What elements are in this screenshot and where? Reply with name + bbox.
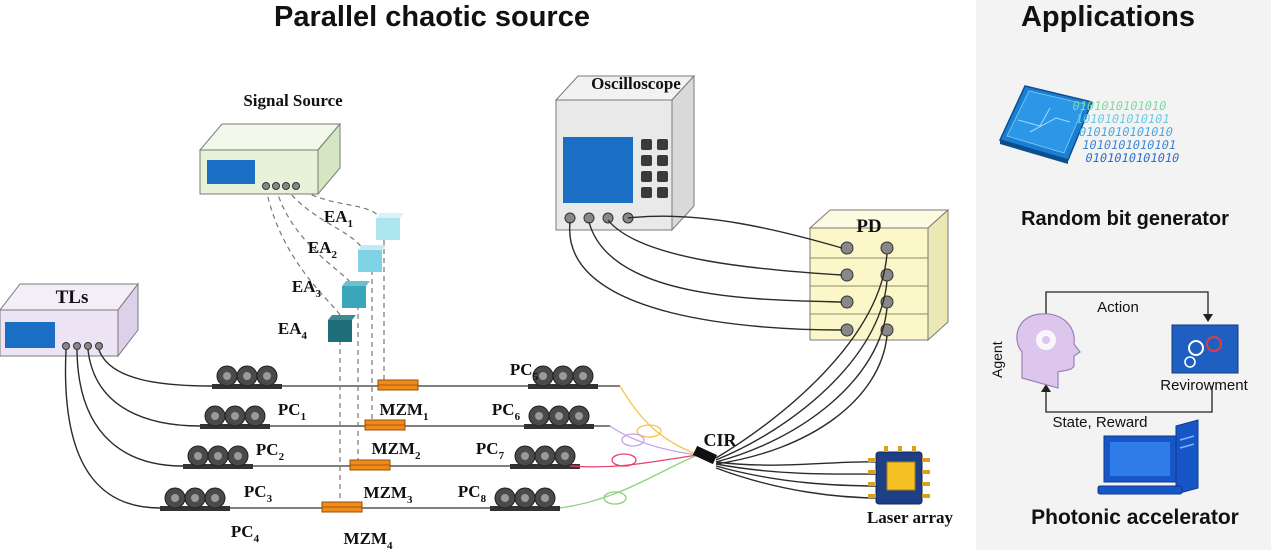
pc-label-4: PC4 (231, 522, 260, 545)
random-bits-stream: 0101010101010101010101010101010101010101… (1071, 99, 1181, 165)
bit-row: 0101010101010 (1071, 99, 1168, 113)
ea-cube-4 (328, 315, 356, 342)
pd-label: PD (856, 216, 881, 237)
tls-device (0, 282, 140, 358)
signal-source-device (198, 122, 342, 196)
pc-label-5: PC5 (510, 360, 539, 383)
ea-cube-3 (342, 281, 370, 308)
ea-label-4: EA4 (278, 319, 308, 342)
rl-environment-label: Revirowment (1160, 377, 1248, 394)
mzm-label-1: MZM1 (380, 400, 429, 423)
tls-label: TLs (56, 287, 89, 308)
pc-paddle-group-4 (160, 487, 230, 511)
oscilloscope-label: Oscilloscope (591, 74, 681, 93)
pc-label-8: PC8 (458, 482, 487, 505)
ea-label-3: EA3 (292, 277, 322, 300)
pc-paddle-group-8 (490, 487, 560, 511)
pc-label-2: PC2 (256, 440, 285, 463)
pd-device (808, 208, 950, 342)
mzm-2 (364, 419, 406, 431)
rl-agent-label: Agent (989, 341, 1005, 378)
laser-array-chip (868, 446, 930, 505)
mzm-3 (349, 459, 391, 471)
pc-paddle-group-1 (212, 365, 282, 389)
mzm-label-4: MZM4 (344, 529, 393, 550)
pc-paddle-group-3 (183, 445, 253, 469)
oscilloscope-screen (563, 137, 633, 203)
oscilloscope-buttons (641, 139, 668, 198)
bit-row: 0101010101010 (1084, 151, 1181, 165)
signal-source-screen (207, 160, 255, 184)
pc-label-6: PC6 (492, 400, 521, 423)
pc-label-1: PC1 (278, 400, 306, 423)
accelerator-title: Photonic accelerator (1031, 506, 1239, 529)
tls-screen (5, 322, 55, 348)
bit-row: 0101010101010 (1077, 125, 1174, 139)
mzm-4 (321, 501, 363, 513)
laser-array-label: Laser array (867, 508, 954, 527)
mzm-label-2: MZM2 (372, 439, 421, 462)
mzm-label-3: MZM3 (364, 483, 413, 506)
oscilloscope-device (554, 74, 696, 232)
random-bit-chip-image (998, 85, 1094, 164)
rl-state-reward-label: State, Reward (1052, 414, 1147, 431)
ea-cube-2 (358, 245, 386, 272)
circulator (692, 445, 718, 465)
tls-cables (64, 349, 213, 509)
heading-applications: Applications (1021, 1, 1195, 33)
fiber-bundle-to-cir (559, 385, 699, 509)
mzm-1 (377, 379, 419, 391)
ea-label-1: EA1 (324, 207, 353, 230)
ea-label-2: EA2 (308, 238, 338, 261)
environment-icon (1171, 324, 1239, 374)
heading-parallel-chaotic-source: Parallel chaotic source (274, 1, 590, 33)
cir-label: CIR (703, 430, 737, 450)
pc-paddle-group-6 (524, 405, 594, 429)
computer-icon (1097, 419, 1199, 495)
pc-label-3: PC3 (244, 482, 273, 505)
oscilloscope-pd-cables (569, 215, 843, 331)
bit-row: 1010101010101 (1074, 112, 1171, 126)
cir-laser-cables (715, 461, 881, 499)
pc-paddle-group-5 (528, 365, 598, 389)
pc-label-7: PC7 (476, 439, 505, 462)
agent-head-icon (1016, 313, 1081, 389)
pc-paddle-group-2 (200, 405, 270, 429)
pd-cir-cables (715, 253, 888, 465)
rl-action-label: Action (1097, 299, 1139, 316)
rl-loop-diagram (1041, 291, 1213, 413)
signal-source-label: Signal Source (243, 91, 343, 110)
polarization-controllers (160, 365, 598, 511)
pc-paddle-group-7 (510, 445, 580, 469)
rbg-title: Random bit generator (1021, 208, 1229, 230)
bit-row: 1010101010101 (1081, 138, 1178, 152)
rf-dashed-lines (265, 185, 385, 506)
ea-cube-1 (376, 213, 404, 240)
